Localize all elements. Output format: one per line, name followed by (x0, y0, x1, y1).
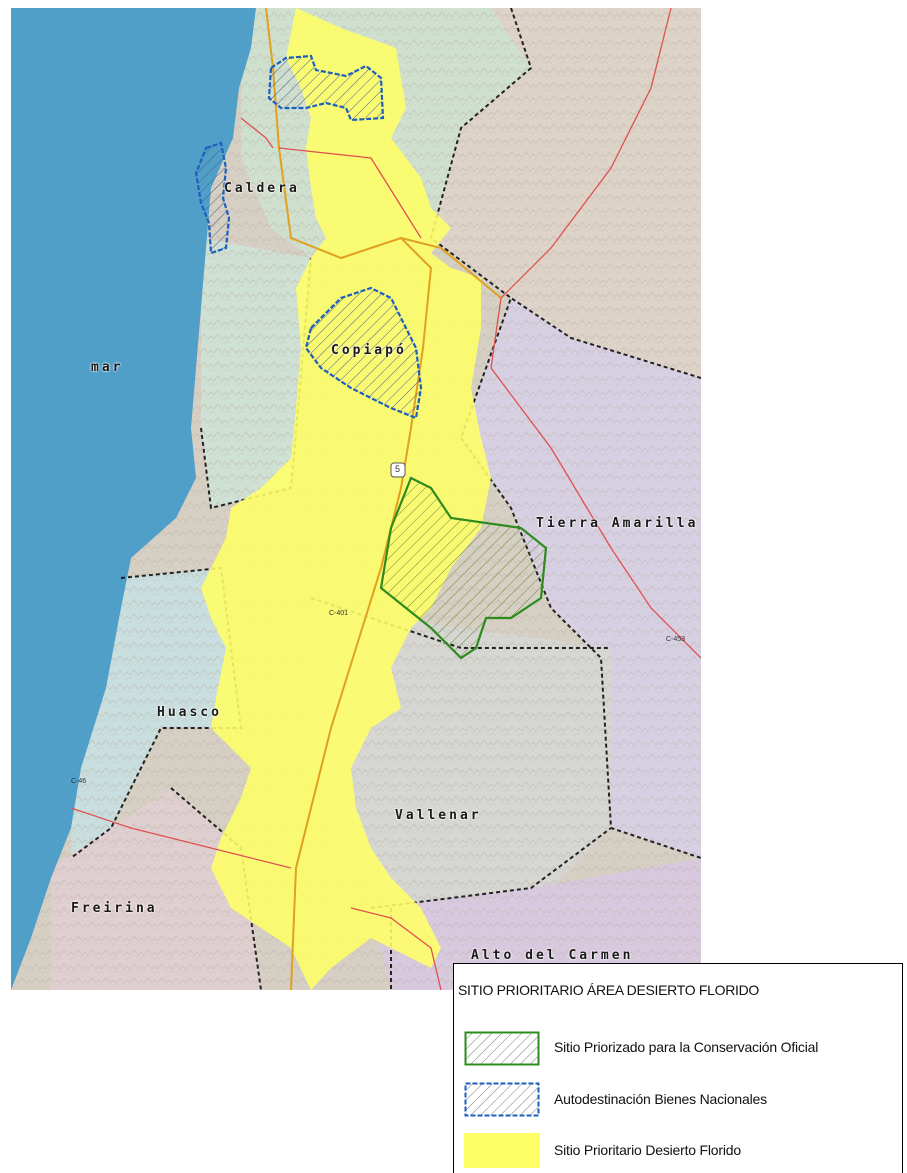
label-huasco: Huasco (157, 705, 222, 720)
sea (11, 8, 256, 990)
label-freirina: Freirina (71, 901, 158, 916)
label-road-5: 5 (395, 464, 401, 474)
map-canvas (11, 8, 701, 990)
legend-swatch-desierto-florido (464, 1133, 540, 1168)
legend-swatch-bienes-nacionales (464, 1082, 540, 1117)
map-legend: SITIO PRIORITARIO ÁREA DESIERTO FLORIDO … (453, 963, 903, 1173)
secondary-roads (70, 8, 701, 990)
label-alto-del-carmen: Alto del Carmen (471, 948, 634, 963)
legend-label-conservacion: Sitio Priorizado para la Conservación Of… (554, 1039, 819, 1055)
bienes-nacionales-copiapo (304, 286, 423, 420)
bienes-nacionales-north (267, 54, 385, 122)
legend-label-bienes-nacionales: Autodestinación Bienes Nacionales (554, 1091, 767, 1107)
bienes-nacionales-caldera (194, 141, 231, 255)
label-road-c46: C-46 (71, 778, 87, 785)
legend-label-desierto-florido: Sitio Prioritario Desierto Florido (554, 1142, 741, 1158)
label-copiapo: Copiapó (331, 343, 407, 358)
label-mar: mar (91, 360, 124, 375)
legend-title: SITIO PRIORITARIO ÁREA DESIERTO FLORIDO (458, 982, 760, 998)
label-road-c401: C-401 (329, 610, 349, 617)
label-vallenar: Vallenar (395, 808, 482, 823)
desierto-florido-area (201, 8, 491, 990)
label-caldera: Caldera (224, 181, 300, 196)
map-panel[interactable]: Caldera mar Copiapó Tierra Amarilla Huas… (11, 8, 701, 990)
legend-swatch-conservacion (464, 1031, 540, 1066)
label-tierra-amarilla: Tierra Amarilla (536, 516, 699, 531)
label-road-c453: C-453 (666, 636, 686, 643)
highway-shield (390, 462, 406, 478)
conservacion-oficial-site (379, 476, 548, 660)
